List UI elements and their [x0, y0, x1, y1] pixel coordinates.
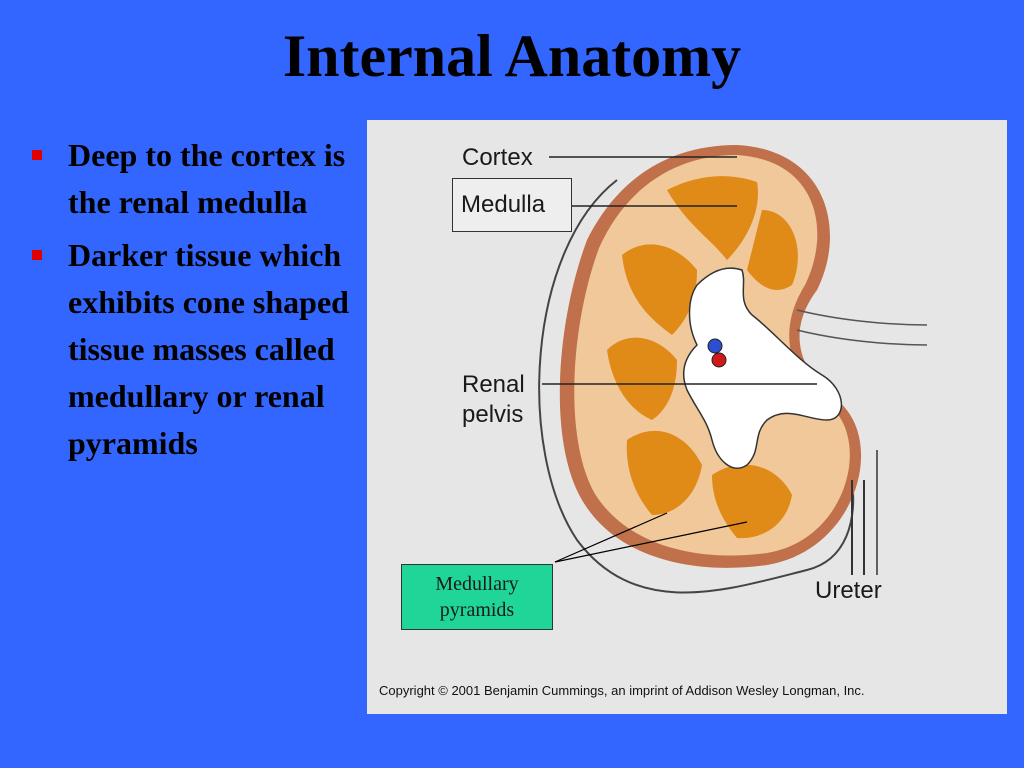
bullet-item: Darker tissue which exhibits cone shaped… — [28, 232, 363, 467]
medulla-regions — [607, 176, 798, 539]
callout-arrow — [554, 512, 668, 563]
cortex-label: Cortex — [462, 144, 533, 171]
bullet-list: Deep to the cortex is the renal medulla … — [28, 132, 363, 473]
callout-arrow — [554, 521, 748, 563]
bullet-text: Deep to the cortex is the renal medulla — [68, 137, 346, 220]
pyramid — [747, 210, 798, 290]
pyramid — [622, 244, 697, 335]
renal-pelvis-label: Renal pelvis — [462, 371, 525, 428]
bullet-item: Deep to the cortex is the renal medulla — [28, 132, 363, 226]
medulla-label-box — [452, 178, 572, 232]
renal-fascia-outline — [538, 179, 855, 594]
pyramid — [712, 464, 792, 539]
medulla-label: Medulla — [461, 191, 546, 218]
fascia-line — [796, 329, 928, 346]
pyramid — [607, 337, 677, 420]
fascia-line — [796, 309, 928, 326]
kidney-diagram — [538, 145, 928, 594]
renal-artery-icon — [711, 352, 727, 368]
medullary-pyramids-callout: Medullary pyramids — [401, 564, 553, 630]
copyright-text: Copyright © 2001 Benjamin Cummings, an i… — [379, 683, 865, 698]
pyramid — [626, 430, 702, 515]
ureter-label: Ureter — [815, 577, 882, 604]
bullet-text: Darker tissue which exhibits cone shaped… — [68, 237, 349, 461]
square-bullet-icon — [32, 250, 42, 260]
square-bullet-icon — [32, 150, 42, 160]
renal-vein-icon — [707, 338, 723, 354]
slide-title: Internal Anatomy — [282, 23, 742, 89]
pyramid — [667, 176, 758, 260]
renal-pelvis — [683, 267, 843, 469]
